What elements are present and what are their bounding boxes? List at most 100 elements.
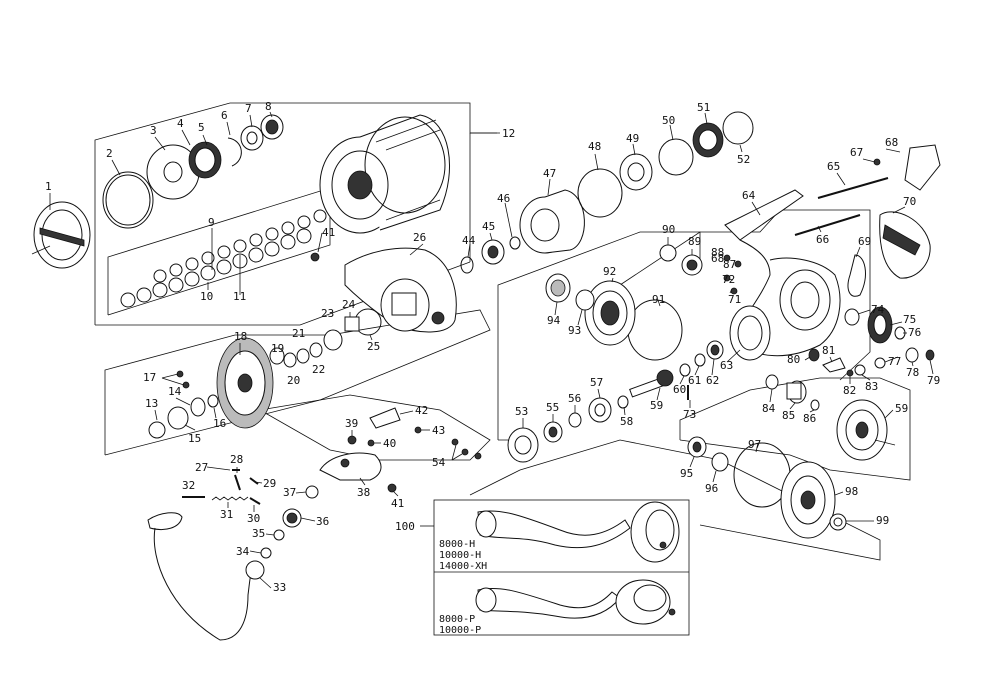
label-25: 25 (367, 340, 380, 353)
spool-12 (319, 114, 450, 234)
label-80: 80 (787, 353, 800, 366)
bearing-45 (481, 239, 505, 265)
label-47: 47 (543, 167, 556, 180)
lever-81 (822, 357, 846, 373)
label-77: 77 (888, 355, 901, 368)
bearing-8 (260, 114, 284, 140)
washer-56 (568, 412, 582, 428)
nut-51 (692, 122, 724, 158)
label-37: 37 (283, 486, 296, 499)
bushing-80 (808, 348, 820, 362)
label-86: 86 (803, 412, 816, 425)
label-17: 17 (143, 371, 156, 384)
screw-41a (310, 252, 320, 262)
label-99: 99 (876, 514, 889, 527)
washer-34 (260, 547, 272, 559)
label-61: 61 (688, 374, 701, 387)
label-14: 14 (168, 385, 182, 398)
label-40: 40 (383, 437, 396, 450)
washer-35 (273, 529, 285, 541)
roller-36 (282, 508, 302, 528)
ring-50 (658, 138, 694, 176)
washer-74 (844, 308, 860, 326)
label-2: 2 (106, 147, 113, 160)
label-6: 6 (221, 109, 228, 122)
label-88: 88 (711, 246, 724, 259)
label-70: 70 (903, 195, 916, 208)
label-59b: 59 (895, 402, 908, 415)
side-cover-70 (879, 211, 931, 279)
label-22: 22 (312, 363, 325, 376)
label-94: 94 (547, 314, 561, 327)
screw-88 (723, 254, 731, 262)
o-ring-2 (102, 171, 154, 229)
label-13: 13 (145, 397, 158, 410)
label-39: 39 (345, 417, 358, 430)
screw-40 (367, 439, 375, 447)
washer-37 (305, 485, 319, 499)
label-51: 51 (697, 101, 710, 114)
bearing-55 (543, 421, 563, 443)
plate-53 (507, 427, 539, 463)
label-98: 98 (845, 485, 858, 498)
o-ring-44 (460, 256, 474, 274)
handle-model-h-2: 10000-H (439, 550, 481, 561)
label-54: 54 (432, 456, 446, 469)
label-62: 62 (706, 374, 719, 387)
label-79: 79 (927, 374, 940, 387)
label-83: 83 (865, 380, 878, 393)
label-16: 16 (213, 417, 226, 430)
label-68b: 68 (711, 252, 724, 265)
leader-lines (49, 111, 906, 295)
washer-93 (575, 289, 595, 311)
clip-6 (227, 137, 242, 167)
ring-77 (874, 357, 886, 369)
label-31: 31 (220, 508, 233, 521)
label-3: 3 (150, 124, 157, 137)
handle-arm-h (475, 501, 680, 563)
bail-wire-33 (147, 512, 265, 641)
cover-68 (904, 144, 941, 191)
label-44: 44 (462, 234, 476, 247)
label-29: 29 (263, 477, 276, 490)
label-26: 26 (413, 231, 426, 244)
ring-91 (627, 299, 683, 361)
washer-22 (309, 342, 323, 358)
bearing-19 (269, 347, 285, 365)
leader-lines-2 (154, 237, 934, 589)
label-28: 28 (230, 453, 243, 466)
collar-49 (619, 153, 653, 191)
label-41a: 41 (322, 226, 335, 239)
bearing-95 (687, 436, 707, 458)
label-74: 74 (871, 303, 885, 316)
pinion-59a (629, 369, 674, 398)
label-82: 82 (843, 384, 856, 397)
label-78: 78 (906, 366, 919, 379)
nut-23 (323, 329, 343, 351)
label-23: 23 (321, 307, 334, 320)
label-59a: 59 (650, 399, 663, 412)
label-87: 87 (723, 258, 736, 271)
side-plate-18 (216, 337, 274, 429)
screw-87 (734, 260, 742, 268)
label-91: 91 (652, 293, 665, 306)
label-12: 12 (502, 127, 515, 140)
label-92: 92 (603, 265, 616, 278)
collar-85 (786, 380, 807, 404)
label-45: 45 (482, 220, 495, 233)
label-10: 10 (200, 290, 213, 303)
label-36: 36 (316, 515, 329, 528)
label-68a: 68 (885, 136, 898, 149)
handle-model-p-2: 10000-P (439, 625, 481, 636)
label-1: 1 (45, 180, 52, 193)
label-20: 20 (287, 374, 300, 387)
label-60: 60 (673, 383, 686, 396)
label-24: 24 (342, 298, 356, 311)
label-35: 35 (252, 527, 265, 540)
washer-7 (240, 125, 264, 151)
shaft-66 (794, 214, 861, 236)
side-cover-98 (780, 461, 836, 539)
label-34: 34 (236, 545, 250, 558)
ring-52 (722, 111, 754, 145)
spring-31 (211, 496, 249, 501)
